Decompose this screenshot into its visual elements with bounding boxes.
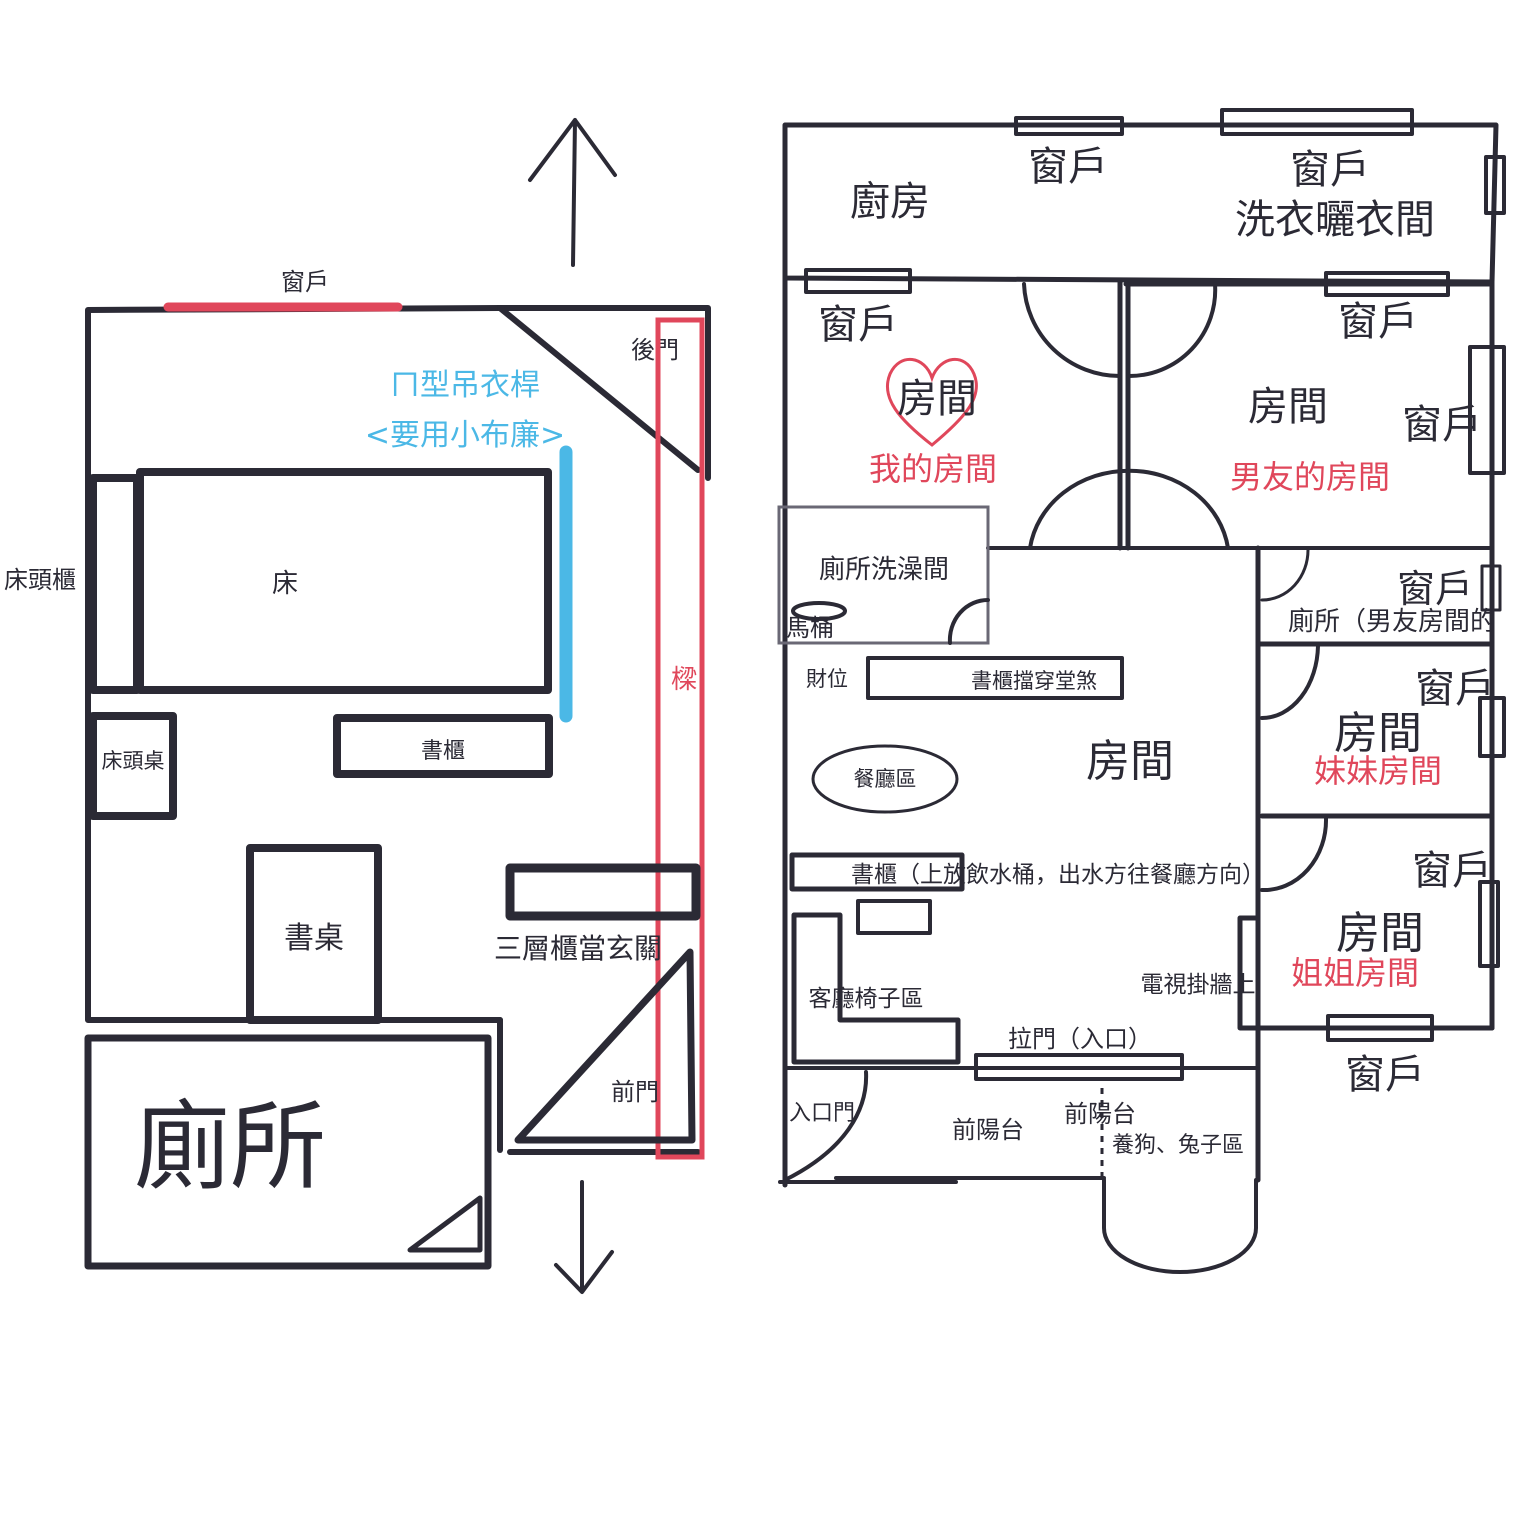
my-room-note: 我的房間 [869,450,997,488]
left-floor-plan: 窗戶 後門 樑 ㄇ型吊衣桿 <要用小布廉> 床 床頭櫃 床頭桌 書櫃 書桌 三層… [4,118,711,1294]
bed [136,468,552,694]
elder-room-note: 姐姐房間 [1291,954,1419,992]
side-table [856,899,932,935]
entry-cabinet [505,863,701,921]
kitchen-label: 廚房 [850,179,930,225]
balcony-bay [1102,1178,1258,1274]
toilet-room [84,1034,492,1270]
window-icon [1468,345,1506,475]
door-swing [947,597,990,645]
balcony-label: 前陽台 [1064,1100,1136,1128]
window-label: 窗戶 [1397,567,1473,611]
elder-room-label: 房間 [1336,908,1424,959]
wealth-spot-label: 財位 [806,667,848,691]
window-label: 窗戶 [1345,1052,1425,1098]
door-swing [1022,282,1122,379]
tv [1237,915,1261,1031]
toilet-bowl-label: 馬桶 [786,614,834,642]
bookshelf [333,714,553,778]
sister-room-label: 房間 [1334,708,1422,759]
window-label: 窗戶 [1338,299,1418,345]
window-label: 窗戶 [281,268,329,296]
headboard-cabinet-label: 床頭櫃 [4,566,76,594]
window-icon [804,268,912,294]
door-swing [1260,548,1310,602]
window-label: 窗戶 [1402,402,1482,448]
window-icon [1220,108,1414,136]
back-door-label: 後門 [631,336,679,364]
toilet-icon [791,601,847,621]
window-icon [1478,880,1500,968]
laundry-label: 洗衣曬衣間 [1235,197,1435,243]
door-swing [1260,816,1329,893]
window-label: 窗戶 [1028,144,1108,190]
toilet-label: 廁所 [134,1091,326,1203]
desk [246,844,382,1024]
headboard-cabinet [89,474,141,694]
bookshelf-shield [866,656,1124,700]
window-icon [1480,564,1502,612]
back-door-wall [497,305,701,473]
living-label: 房間 [1086,736,1174,787]
sliding-door-label: 拉門（入口） [1008,1025,1152,1053]
bf-room-note: 男友的房間 [1230,458,1390,496]
sliding-door [974,1053,1184,1081]
desk-label: 書桌 [284,921,344,956]
sister-room-note: 妹妹房間 [1314,752,1442,790]
heart-icon [885,357,978,447]
window-icon [1326,1014,1434,1042]
beam-label: 樑 [671,665,697,695]
entry-door-swing [783,1070,869,1182]
bathroom-label: 廁所洗澡間 [819,555,949,585]
bookshelf-water-label: 書櫃（上放飲水桶，出水方往餐廳方向） [851,862,1265,888]
window-label: 窗戶 [1415,666,1495,712]
window-label: 窗戶 [818,302,898,348]
entry-cabinet-label: 三層櫃當玄關 [494,932,662,965]
rod-note: <要用小布廉> [365,418,565,453]
bookshelf-label: 書櫃 [421,739,465,764]
nightstand-label: 床頭桌 [102,749,165,773]
door-swing [1028,468,1230,550]
bookshelf-shield-label: 書櫃擋穿堂煞 [971,669,1097,693]
bed-label: 床 [272,569,298,599]
front-door-swing [514,948,696,1144]
front-door-label: 前門 [611,1078,659,1106]
dining-label: 餐廳區 [854,767,917,791]
window-icon [1014,116,1124,136]
nightstand [89,712,177,820]
window-icon [1478,696,1506,758]
window-label: 窗戶 [1412,848,1492,894]
sofa-label: 客廳椅子區 [809,986,924,1012]
right-floor-plan: 廚房 窗戶 窗戶 洗衣曬衣間 窗戶 房間 我的房間 窗戶 房間 窗戶 男友的房間… [777,108,1506,1274]
dining-table [811,744,959,814]
door-swing [1260,644,1320,720]
rod-label: ㄇ型吊衣桿 [390,368,540,403]
bathroom [777,505,990,645]
sofa [791,912,961,1065]
entry-door-label: 入口門 [789,1101,855,1126]
door-swing [1126,282,1218,379]
bf-toilet-label: 廁所（男友房間的 [1288,607,1496,637]
window-label: 窗戶 [1290,147,1370,193]
my-room-label: 房間 [897,376,977,422]
window-icon [1324,271,1450,297]
toilet-door-swing [407,1195,483,1253]
window-icon [1484,155,1506,215]
bookshelf-water [789,852,965,892]
balcony-label: 前陽台 [952,1116,1024,1144]
beam [655,317,705,1160]
pet-area-label: 養狗、兔子區 [1112,1133,1244,1158]
south-arrow-icon [554,1180,614,1294]
north-arrow-icon [528,118,617,267]
bf-room-label: 房間 [1248,384,1328,430]
tv-label: 電視掛牆上 [1141,972,1256,998]
